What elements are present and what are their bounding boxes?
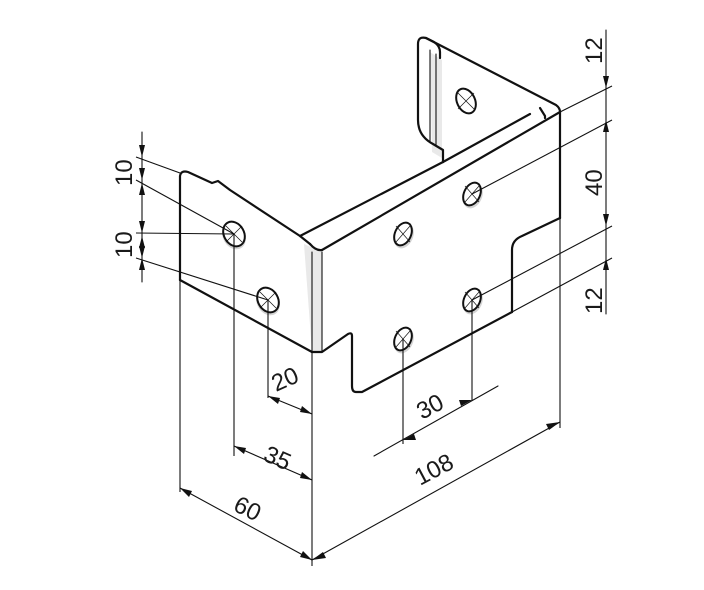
dim-30: 30 <box>412 389 448 425</box>
main-face <box>322 112 560 392</box>
dim-108: 108 <box>410 449 458 492</box>
dim-40: 40 <box>581 169 608 196</box>
dim-20: 20 <box>267 362 302 398</box>
dim-10-bottom: 10 <box>111 231 138 258</box>
part-outline <box>178 36 562 394</box>
hole-main-upper-right <box>462 181 483 209</box>
hole-main-upper-left <box>393 221 414 249</box>
extension-lines <box>135 85 613 566</box>
dim-12-top: 12 <box>581 37 608 64</box>
hole-main-lower-right <box>462 287 483 315</box>
dim-60: 60 <box>229 491 265 527</box>
dim-10-top: 10 <box>111 159 138 186</box>
bend-strip <box>304 244 322 352</box>
back-wall-face <box>418 38 545 162</box>
dim-35: 35 <box>260 441 295 477</box>
hole-back-wall <box>455 87 477 115</box>
dimension-lines <box>139 29 609 561</box>
dim-12-bottom: 12 <box>581 287 608 314</box>
